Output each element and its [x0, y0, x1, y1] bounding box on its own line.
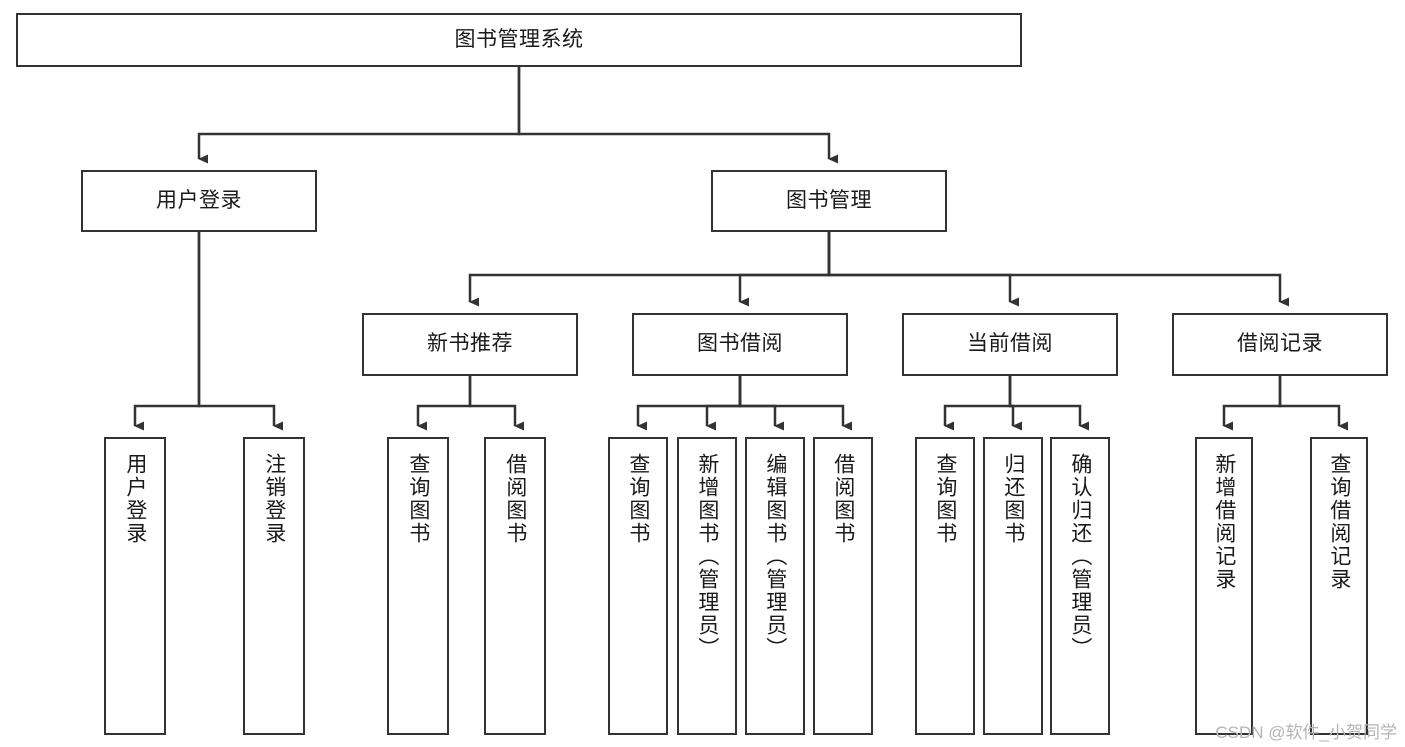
node-label-leaf-rec-add: 新增借阅记录: [1212, 453, 1236, 591]
node-leaf-rec-query[interactable]: 查询借阅记录: [1310, 437, 1368, 735]
edge-root-to-bookmgmt: [517, 67, 838, 164]
node-root[interactable]: 图书管理系统: [16, 13, 1022, 67]
node-leaf-bor-edit[interactable]: 编辑图书（管理员）: [745, 437, 805, 735]
node-label-newbook: 新书推荐: [427, 332, 513, 356]
edge-bookmgmt-to-borrow: [738, 232, 831, 307]
node-leaf-cur-return[interactable]: 归还图书: [983, 437, 1043, 735]
edge-root-to-login: [197, 67, 521, 164]
node-label-leaf-new-borrow: 借阅图书: [503, 453, 527, 545]
edge-login-to-leaf-user-logout: [197, 232, 283, 431]
node-leaf-user-login[interactable]: 用户登录: [104, 437, 166, 735]
node-label-leaf-bor-edit: 编辑图书（管理员）: [763, 453, 787, 660]
csdn-watermark: CSDN @软件_小贺同学: [1215, 723, 1397, 742]
edge-records-to-leaf-rec-add: [1222, 376, 1282, 431]
node-label-leaf-bor-borrow: 借阅图书: [831, 453, 855, 545]
edge-borrow-to-leaf-bor-add: [705, 376, 742, 431]
node-leaf-bor-query[interactable]: 查询图书: [608, 437, 668, 735]
node-leaf-rec-add[interactable]: 新增借阅记录: [1195, 437, 1253, 735]
node-leaf-bor-borrow[interactable]: 借阅图书: [813, 437, 873, 735]
node-label-borrow: 图书借阅: [697, 332, 783, 356]
edge-bookmgmt-to-records: [827, 232, 1289, 307]
node-leaf-bor-add[interactable]: 新增图书（管理员）: [677, 437, 737, 735]
node-label-leaf-cur-return: 归还图书: [1001, 453, 1025, 545]
node-borrow[interactable]: 图书借阅: [632, 313, 848, 376]
node-records[interactable]: 借阅记录: [1172, 313, 1388, 376]
edge-login-to-leaf-user-login: [133, 232, 201, 431]
node-label-leaf-user-login: 用户登录: [123, 453, 147, 545]
node-label-current: 当前借阅: [967, 332, 1053, 356]
node-leaf-new-query[interactable]: 查询图书: [387, 437, 449, 735]
node-label-root: 图书管理系统: [454, 27, 584, 51]
node-label-bookmgmt: 图书管理: [786, 188, 872, 212]
node-leaf-cur-query[interactable]: 查询图书: [915, 437, 975, 735]
node-label-leaf-cur-query: 查询图书: [933, 453, 957, 545]
node-leaf-cur-confirm[interactable]: 确认归还（管理员）: [1050, 437, 1110, 735]
edge-records-to-leaf-rec-query: [1278, 376, 1348, 431]
edge-current-to-leaf-cur-confirm: [1008, 376, 1089, 431]
node-current[interactable]: 当前借阅: [902, 313, 1118, 376]
node-label-leaf-bor-add: 新增图书（管理员）: [695, 453, 719, 660]
node-label-leaf-bor-query: 查询图书: [626, 453, 650, 545]
edge-bookmgmt-to-current: [827, 232, 1019, 307]
node-label-leaf-rec-query: 查询借阅记录: [1327, 453, 1351, 591]
node-leaf-user-logout[interactable]: 注销登录: [243, 437, 305, 735]
edge-newbook-to-leaf-new-borrow: [468, 376, 524, 431]
edge-borrow-to-leaf-bor-edit: [738, 376, 784, 431]
edge-current-to-leaf-cur-query: [943, 376, 1012, 431]
node-label-records: 借阅记录: [1237, 332, 1323, 356]
edge-bookmgmt-to-newbook: [468, 232, 831, 307]
edge-borrow-to-leaf-bor-borrow: [738, 376, 852, 431]
node-label-leaf-new-query: 查询图书: [406, 453, 430, 545]
node-label-leaf-user-logout: 注销登录: [262, 453, 286, 545]
node-label-leaf-cur-confirm: 确认归还（管理员）: [1068, 453, 1092, 660]
node-bookmgmt[interactable]: 图书管理: [711, 170, 947, 232]
node-login[interactable]: 用户登录: [81, 170, 317, 232]
edges-group: [133, 67, 1348, 431]
node-newbook[interactable]: 新书推荐: [362, 313, 578, 376]
node-leaf-new-borrow[interactable]: 借阅图书: [484, 437, 546, 735]
edge-borrow-to-leaf-bor-query: [636, 376, 742, 431]
edge-newbook-to-leaf-new-query: [416, 376, 472, 431]
node-label-login: 用户登录: [156, 188, 242, 212]
